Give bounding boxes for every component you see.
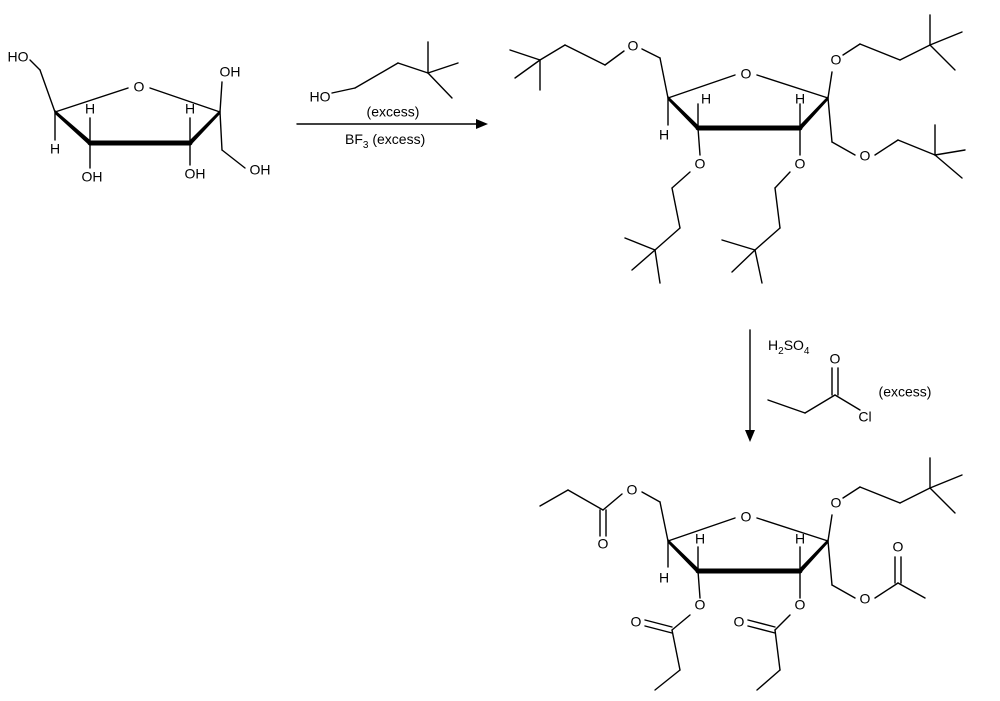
reaction-arrow-2 [745,329,755,442]
ester-oxygen-label: O [795,597,806,613]
carbonyl-oxygen-label: O [598,536,609,552]
ester-oxygen-label: O [860,591,871,607]
carbonyl-oxygen-label: O [830,351,841,367]
hydrogen-label: H [185,101,195,117]
ether-oxygen-label: O [695,156,706,172]
hydroxyl-label: HO [8,49,29,65]
ether-oxygen-label: O [628,38,639,54]
reagent-note: (excess) [367,104,420,120]
ether-oxygen-label: O [831,52,842,68]
ester-oxygen-label: O [627,482,638,498]
hydroxyl-label: OH [185,166,206,182]
hydrogen-label: H [795,91,805,107]
hydrogen-label: H [795,531,805,547]
h2so4-reagent-label: H2SO4 [768,337,810,357]
hydroxyl-label: OH [220,64,241,80]
reagent-note: (excess) [879,384,932,400]
ether-oxygen-label: O [860,148,871,164]
hydrogen-label: H [50,141,60,157]
molecule-tetraether-product: O H H H O O O [509,14,966,284]
reagents-step2: H2SO4 O Cl (excess) [767,337,932,425]
ring-oxygen-label: O [741,66,752,82]
hydroxyl-label: HO [310,89,331,105]
carbonyl-oxygen-label: O [893,539,904,555]
ring-oxygen-label: O [134,79,145,95]
chlorine-label: Cl [858,409,871,425]
molecule-starting-sugar: O H H H HO OH OH OH OH [8,49,271,185]
hydrogen-label: H [701,91,711,107]
ring-oxygen-label: O [741,509,752,525]
carbonyl-oxygen-label: O [631,614,642,630]
hydrogen-label: H [659,570,669,586]
hydrogen-label: H [85,101,95,117]
ester-oxygen-label: O [695,597,706,613]
reaction-arrow-1 [296,119,488,129]
hydroxyl-label: OH [250,162,271,178]
bf3-reagent-label: BF3 (excess) [345,131,425,151]
ether-oxygen-label: O [795,156,806,172]
reagents-step1: HO (excess) BF3 (excess) [310,41,459,151]
ether-oxygen-label: O [831,495,842,511]
hydroxyl-label: OH [82,169,103,185]
molecule-ester-product: O H H H O O O O O [539,457,963,691]
hydrogen-label: H [659,127,669,143]
carbonyl-oxygen-label: O [734,614,745,630]
hydrogen-label: H [695,531,705,547]
